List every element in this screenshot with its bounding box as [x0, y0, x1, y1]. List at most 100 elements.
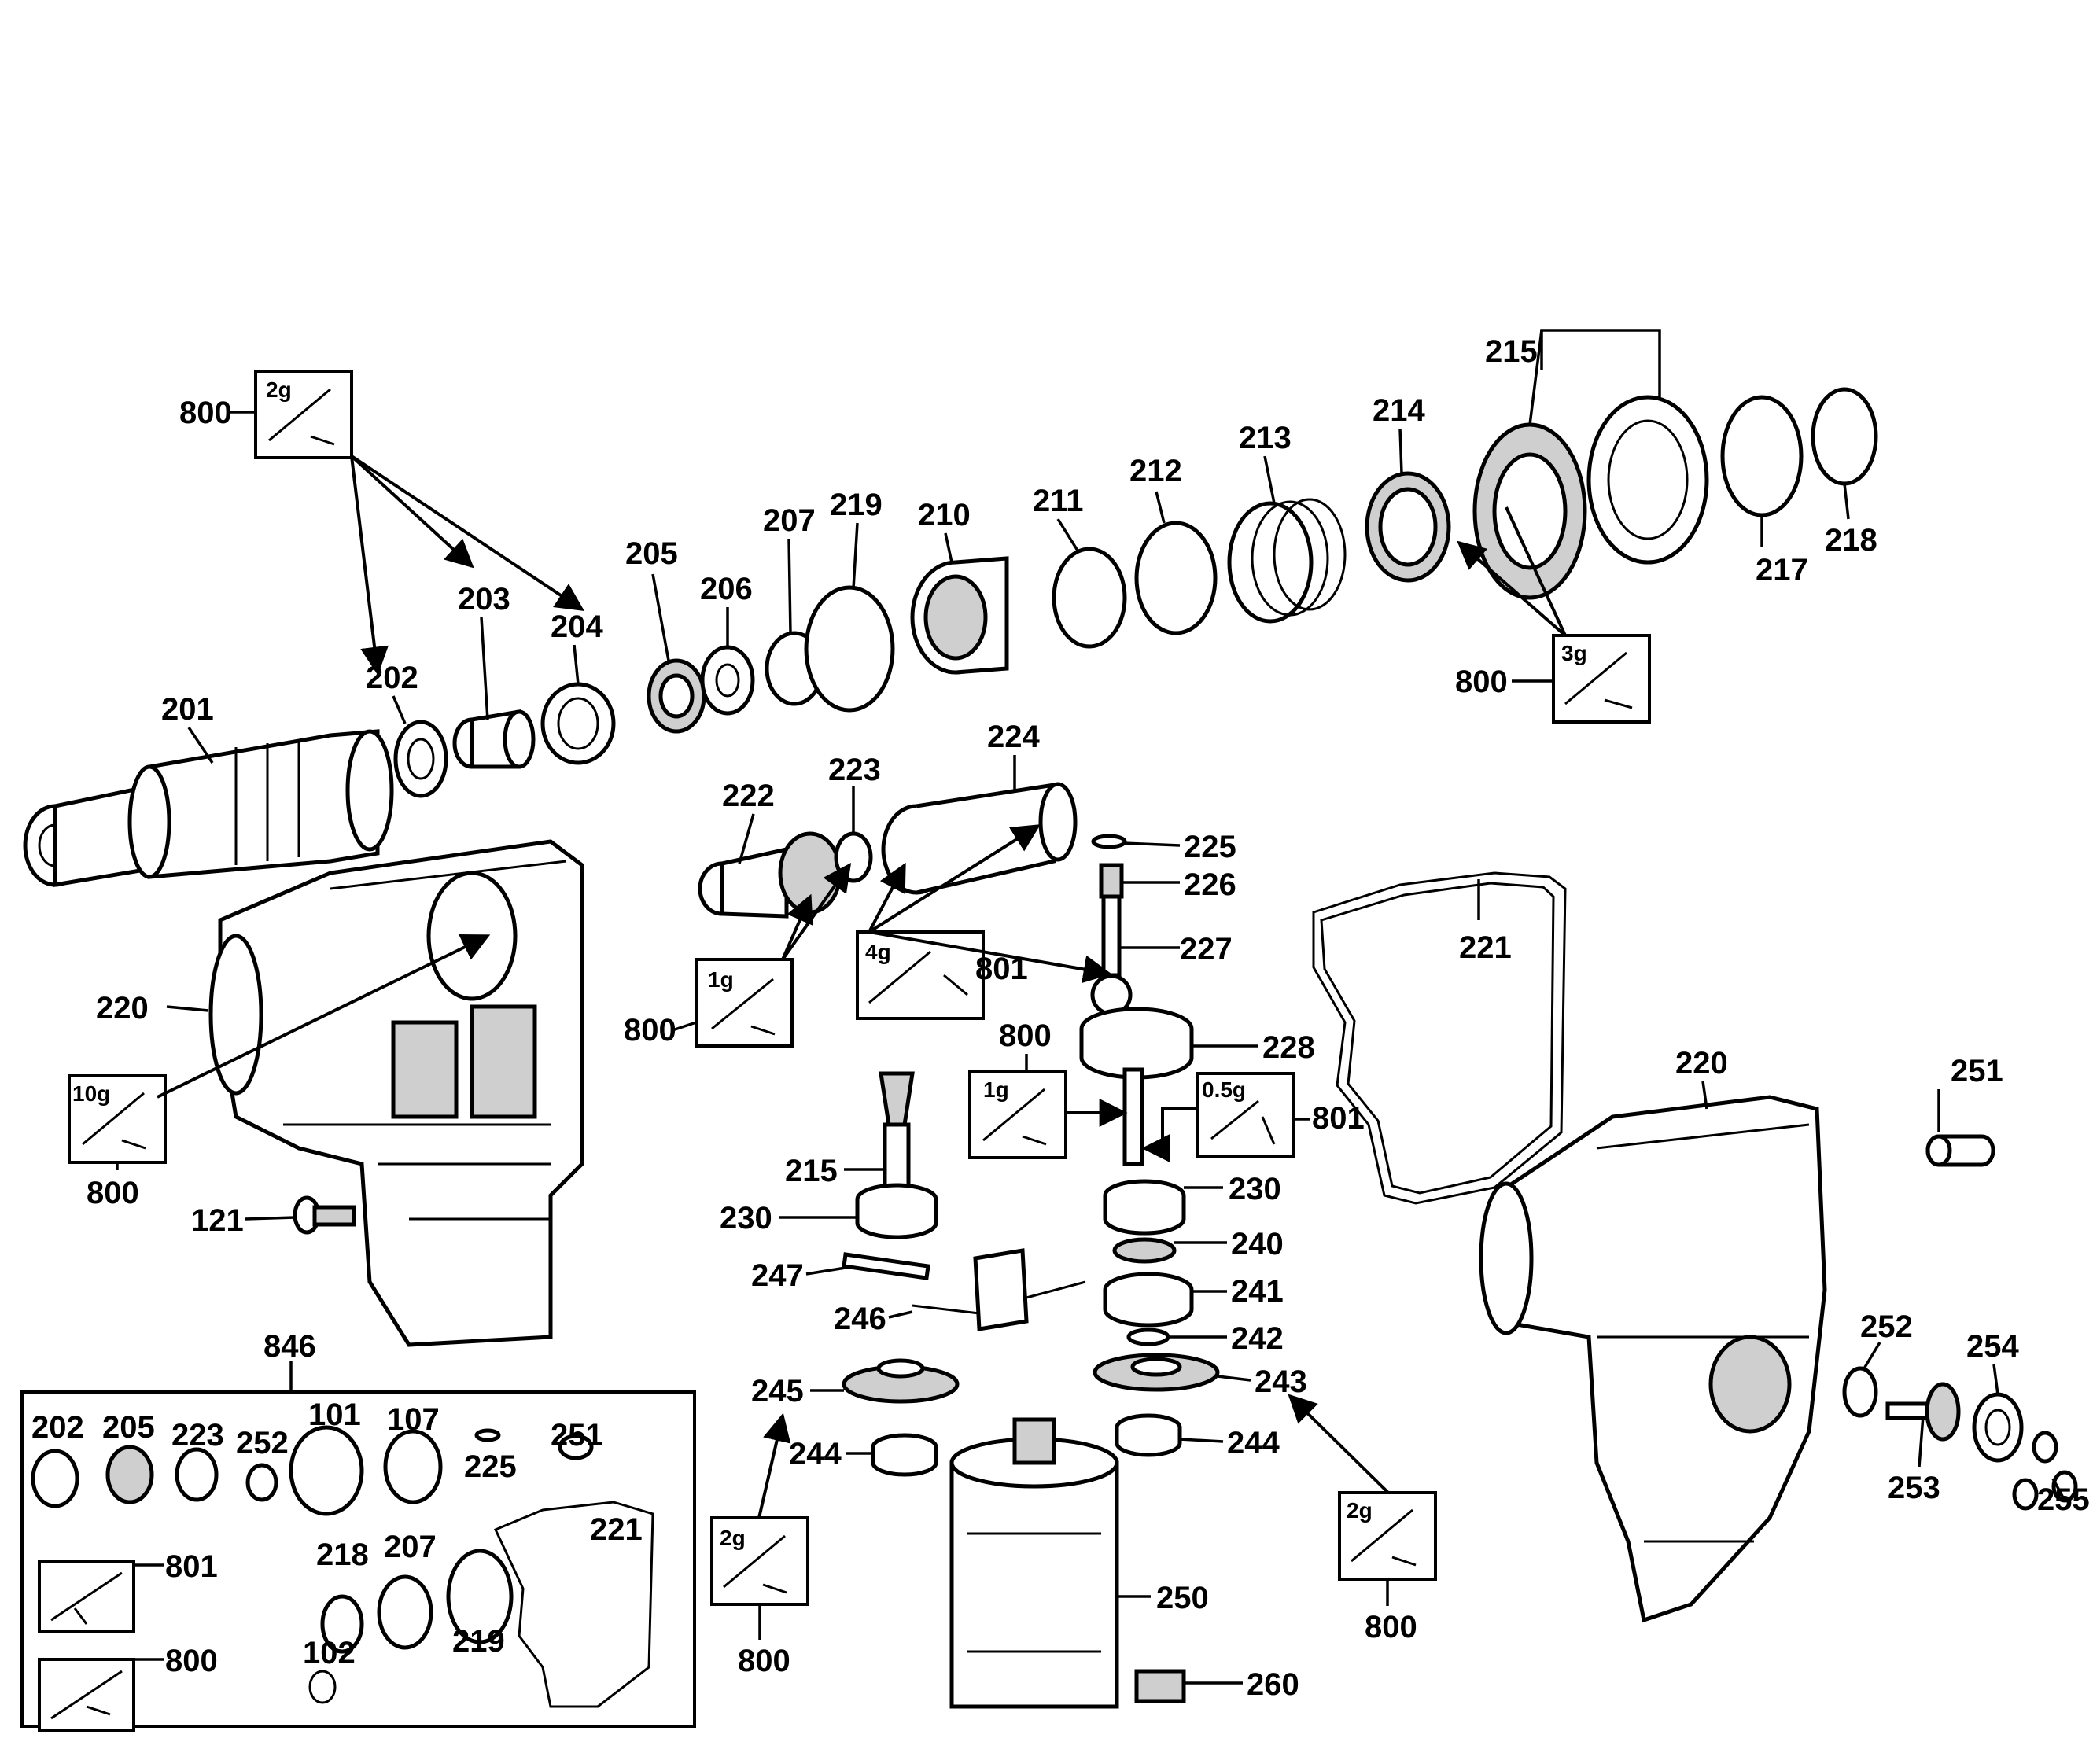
kit-part-219 [446, 1549, 514, 1644]
callout: 210 [918, 498, 971, 532]
part-223-o-ring [834, 831, 873, 883]
part-212-ring [1134, 521, 1218, 635]
svg-text:4g: 4g [865, 940, 891, 964]
svg-text:2g: 2g [1347, 1498, 1373, 1523]
callout: 800 [87, 1176, 139, 1210]
callout: 244 [1227, 1426, 1280, 1460]
grease-box: 2g [254, 370, 353, 459]
callout: 801 [975, 952, 1028, 986]
grease-box: 2g [710, 1516, 809, 1606]
part-121-screw [293, 1195, 356, 1235]
kit-part-251 [558, 1434, 594, 1460]
callout: 252 [236, 1426, 289, 1460]
part-217-ring [1720, 395, 1804, 517]
part-218-ring [1811, 387, 1878, 486]
callout-labels: 800 201 202 203 204 205 206 207 219 210 … [31, 334, 2090, 1702]
part-245-gear [842, 1358, 960, 1404]
part-206-washer [700, 645, 755, 716]
callout: 214 [1373, 393, 1425, 428]
grease-box: 1g [695, 958, 794, 1048]
callout: 252 [1860, 1309, 1913, 1344]
callout: 222 [722, 779, 775, 813]
callout: 241 [1231, 1274, 1284, 1309]
kit-part-225 [474, 1428, 501, 1442]
kit-part-102 [308, 1670, 337, 1704]
part-241-clutch [1103, 1272, 1194, 1328]
part-220-gear-housing-left [208, 839, 584, 1347]
part-221-gasket [1312, 871, 1567, 1205]
callout: 227 [1180, 932, 1233, 967]
svg-text:1g: 1g [708, 967, 734, 992]
part-260-brush-holder [1134, 1669, 1186, 1703]
part-225-clip [1091, 834, 1127, 849]
svg-text:0.5g: 0.5g [1202, 1077, 1246, 1102]
callout: 250 [1156, 1581, 1209, 1615]
callout: 243 [1255, 1364, 1307, 1399]
callout: 218 [1825, 523, 1877, 558]
kit-part-223 [175, 1447, 219, 1502]
part-252-o-ring [1842, 1366, 1878, 1418]
grease-box: 4g [856, 930, 985, 1020]
callout: 211 [1033, 484, 1084, 518]
part-246-switch-lever [912, 1248, 1086, 1331]
callout: 212 [1129, 454, 1182, 488]
kit-part-218 [320, 1594, 364, 1654]
part-244-bearing-left [871, 1433, 938, 1477]
part-243-gear [1093, 1353, 1220, 1392]
part-204-sleeve [540, 682, 616, 765]
svg-text:1g: 1g [983, 1077, 1009, 1102]
part-242-washer [1126, 1328, 1170, 1346]
callout: 202 [366, 661, 418, 695]
callout: 254 [1966, 1329, 2019, 1364]
callout: 253 [1888, 1471, 1940, 1505]
callout: 225 [1184, 830, 1236, 864]
callout: 230 [1229, 1172, 1281, 1206]
callout: 800 [624, 1013, 676, 1048]
callout: 800 [738, 1644, 790, 1678]
leader-lines [116, 329, 2066, 1685]
part-250-motor [949, 1417, 1119, 1709]
callout: 230 [720, 1201, 772, 1236]
kit-part-252 [245, 1463, 278, 1502]
arrows [157, 455, 1567, 1519]
callout: 101 [308, 1398, 361, 1432]
kit-part-101 [289, 1425, 364, 1516]
callout: 246 [834, 1302, 886, 1336]
part-205-seal [647, 658, 706, 734]
callout: 121 [191, 1203, 244, 1238]
callout: 255 [2037, 1482, 2090, 1517]
callout: 219 [830, 488, 883, 522]
callout: 203 [458, 582, 510, 617]
part-253-shaft [1885, 1382, 1961, 1442]
callout: 846 [263, 1329, 316, 1364]
callout: 204 [551, 609, 603, 644]
kit-part-207 [377, 1574, 433, 1650]
callout: 225 [464, 1449, 517, 1484]
part-244-bearing-right [1115, 1413, 1182, 1457]
callout: 215 [1485, 334, 1538, 369]
grease-box: 10g [68, 1074, 167, 1164]
grease-box: 1g [968, 1070, 1067, 1159]
callout: 224 [987, 720, 1040, 754]
part-202-washer [393, 720, 448, 798]
svg-text:10g: 10g [72, 1081, 110, 1106]
part-254-cap [1972, 1392, 2024, 1463]
part-255-screw [2012, 1431, 2078, 1511]
part-226-spring [1099, 863, 1124, 899]
callout: 205 [102, 1410, 155, 1445]
part-219-o-ring [804, 585, 895, 713]
part-210-needle-bearing [910, 556, 1009, 675]
part-247-pin [842, 1252, 930, 1280]
part-222-piston [698, 831, 842, 919]
callout: 242 [1231, 1321, 1284, 1356]
callout: 219 [452, 1624, 505, 1659]
callout: 107 [387, 1402, 440, 1437]
part-215-bevel-gear [1472, 422, 1587, 600]
kit-part-107 [383, 1429, 443, 1504]
part-227-pin [1090, 894, 1133, 1016]
part-214-clutch [1365, 471, 1451, 583]
callout: 223 [828, 753, 881, 787]
callout: 800 [165, 1644, 218, 1678]
part-203-piston [452, 709, 536, 769]
